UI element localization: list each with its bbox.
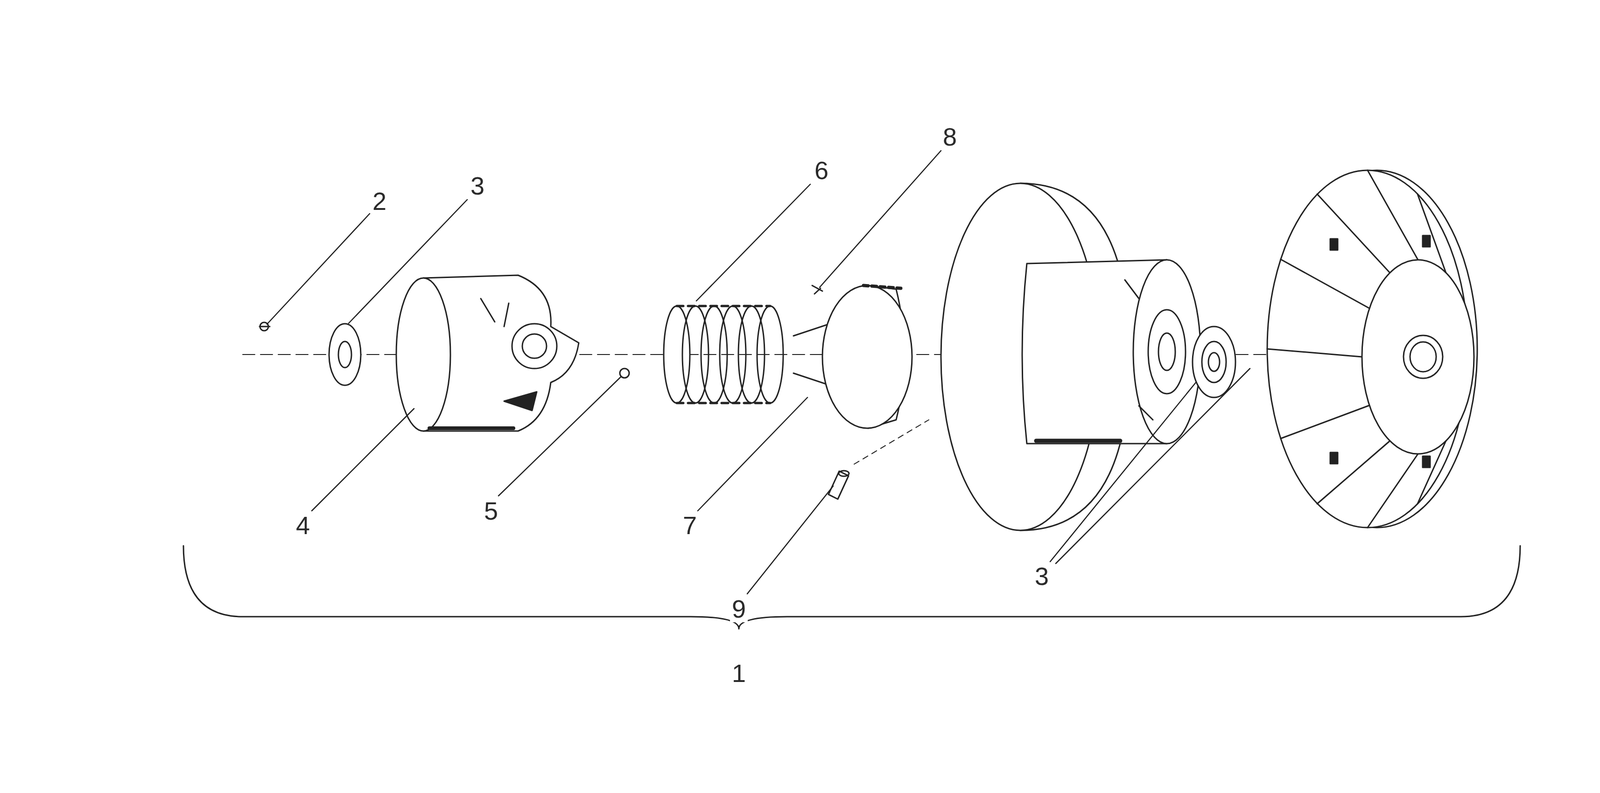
drawing-stroke [697, 397, 808, 512]
drawing-stroke [696, 184, 811, 302]
fixed-sheave [1267, 170, 1478, 528]
drawing-stroke [1036, 439, 1121, 444]
drawing-stroke [819, 150, 941, 288]
drawing-stroke [757, 306, 784, 404]
drawing-stroke [863, 285, 901, 289]
drawing-stroke [676, 305, 771, 308]
drawing-stroke [1422, 456, 1431, 468]
drawing-stroke [480, 298, 509, 327]
callout-number: 5 [482, 497, 500, 525]
callout-number: 4 [294, 512, 312, 540]
ball [619, 368, 630, 379]
drawing-stroke [1208, 352, 1220, 372]
drawing-stroke [429, 426, 514, 431]
drawing-stroke [1201, 341, 1227, 383]
pin [828, 420, 929, 500]
callout-number: 3 [468, 172, 487, 200]
movable-sheave [940, 183, 1201, 531]
drawing-stroke [828, 471, 849, 500]
drawing-stroke [747, 486, 834, 595]
drawing-stroke [822, 285, 913, 429]
drawing-stroke [348, 199, 468, 324]
drawing-stroke [838, 470, 850, 477]
drawing-stroke [1055, 368, 1250, 564]
drawing-stroke [854, 420, 929, 465]
brace [183, 546, 1521, 630]
drawing-stroke [1422, 235, 1431, 247]
drawing-stroke [1192, 326, 1236, 398]
drawing-stroke [676, 402, 771, 405]
drawing-stroke [1403, 335, 1443, 379]
spring [663, 306, 784, 404]
drawing-stroke [396, 278, 451, 432]
spider-housing [396, 275, 579, 432]
drawing-stroke [1133, 259, 1201, 444]
drawing-stroke [522, 334, 547, 359]
drawing-stroke [1148, 309, 1186, 394]
washer [329, 323, 361, 386]
drawing-stroke [1330, 238, 1338, 251]
bearing [1192, 326, 1236, 398]
drawing-stroke [1330, 452, 1338, 464]
callout-number: 6 [812, 156, 831, 184]
callout-number: 3 [1032, 562, 1051, 590]
drawing-stroke [338, 341, 352, 368]
spring-cup [793, 285, 913, 429]
callout-number: 7 [680, 512, 699, 540]
drawing-stroke [266, 213, 370, 325]
drawing-stroke [311, 408, 415, 512]
drawing-stroke [259, 326, 270, 328]
leader-lines [266, 150, 1250, 595]
callout-number: 9 [729, 595, 748, 623]
callout-number: 8 [940, 123, 959, 151]
drawing-stroke [498, 377, 621, 497]
callout-number: 1 [729, 659, 748, 688]
drawing-stroke [1158, 333, 1176, 371]
drawing-stroke [1050, 382, 1196, 562]
drawing-stroke [329, 323, 361, 386]
drawing-stroke [512, 323, 557, 369]
callout-number: 2 [370, 187, 389, 215]
drawing-stroke [1361, 259, 1474, 455]
drawing-stroke [504, 392, 537, 411]
drawing-stroke [1410, 342, 1437, 372]
drawing-stroke [1124, 280, 1153, 421]
